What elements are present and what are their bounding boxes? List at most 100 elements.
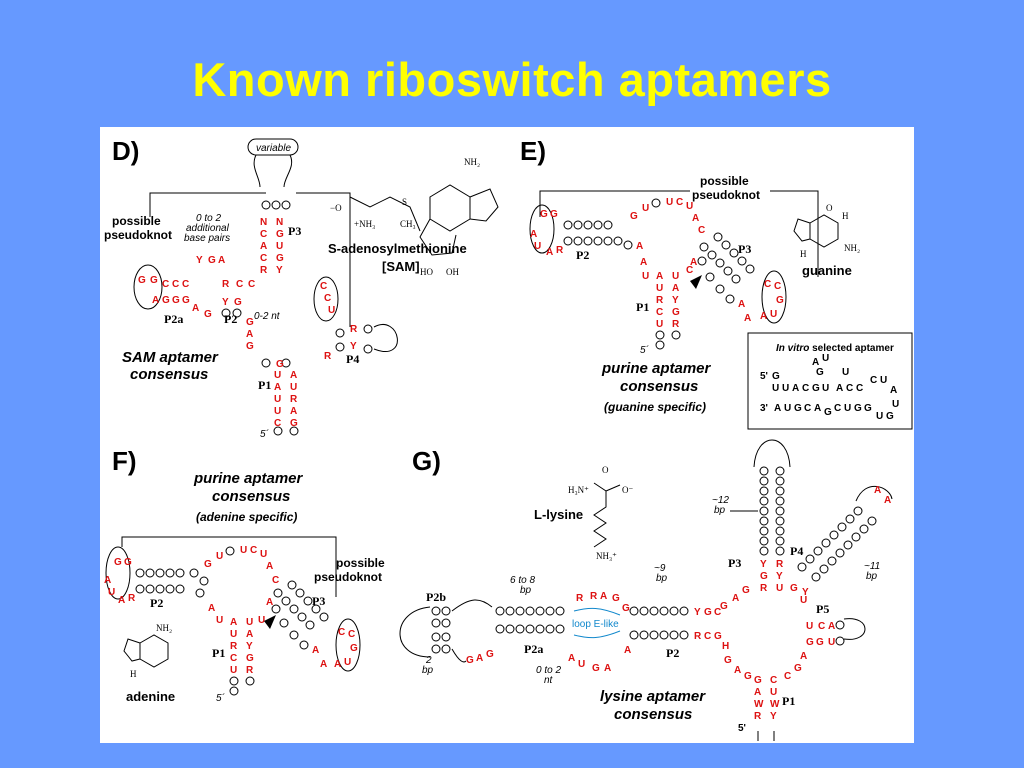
svg-text:G: G xyxy=(486,649,494,660)
svg-text:U: U xyxy=(876,411,883,422)
svg-text:In vitro selected aptamer: In vitro selected aptamer xyxy=(776,343,894,354)
svg-text:A: A xyxy=(692,213,699,224)
svg-text:A: A xyxy=(636,241,643,252)
svg-text:G: G xyxy=(816,367,824,378)
svg-text:N: N xyxy=(276,217,283,228)
svg-text:G: G xyxy=(182,295,190,306)
svg-text:U: U xyxy=(666,197,673,208)
svg-text:G: G xyxy=(864,403,872,414)
svg-text:W: W xyxy=(770,699,780,710)
svg-text:U: U xyxy=(892,399,899,410)
svg-text:C: C xyxy=(348,629,355,640)
panel-g-caption-2: consensus xyxy=(614,706,692,723)
p2a-stem-g xyxy=(495,606,565,634)
panel-e-letter: E) xyxy=(520,136,546,166)
svg-text:C: C xyxy=(320,281,327,292)
svg-text:Y: Y xyxy=(672,295,679,306)
g-note-12a: ~12 xyxy=(712,495,729,506)
svg-text:U: U xyxy=(784,403,791,414)
svg-text:U: U xyxy=(828,637,835,648)
svg-text:A: A xyxy=(738,299,745,310)
panel-d-p4-label: P4 xyxy=(346,352,359,366)
svg-text:C: C xyxy=(260,253,267,264)
svg-text:A: A xyxy=(734,665,741,676)
svg-text:A: A xyxy=(814,403,821,414)
svg-text:G: G xyxy=(720,601,728,612)
svg-text:OH: OH xyxy=(446,267,459,277)
panel-d-note-2: additional xyxy=(186,223,230,234)
svg-text:C: C xyxy=(714,607,721,618)
panel-e-ellipse-right xyxy=(761,270,787,324)
g-note-68b: bp xyxy=(520,585,532,596)
svg-text:R: R xyxy=(754,711,762,722)
svg-text:A: A xyxy=(290,406,297,417)
panel-d-ellipse-right xyxy=(313,276,339,322)
svg-text:U: U xyxy=(842,367,849,378)
svg-text:+NH₃: +NH₃ xyxy=(354,219,375,229)
svg-text:A: A xyxy=(690,257,697,268)
svg-text:G: G xyxy=(466,655,474,666)
svg-text:C: C xyxy=(260,229,267,240)
svg-text:U: U xyxy=(290,382,297,393)
svg-text:O: O xyxy=(826,203,833,213)
svg-text:R: R xyxy=(290,394,298,405)
svg-text:R: R xyxy=(350,324,358,335)
svg-text:C: C xyxy=(162,279,169,290)
svg-text:A: A xyxy=(266,597,273,608)
p2-label-g: P2 xyxy=(666,646,679,660)
svg-text:G: G xyxy=(208,255,216,266)
svg-text:G: G xyxy=(812,383,820,394)
svg-text:R: R xyxy=(230,641,238,652)
svg-text:A: A xyxy=(640,257,647,268)
adenine-label: adenine xyxy=(126,689,175,704)
svg-text:R: R xyxy=(556,245,564,256)
svg-text:U: U xyxy=(770,687,777,698)
panel-e-p1-label: P1 xyxy=(636,300,649,314)
g-five-prime: 5' xyxy=(738,723,746,734)
svg-text:A: A xyxy=(774,403,781,414)
svg-text:G: G xyxy=(234,297,242,308)
svg-text:−O: −O xyxy=(330,203,342,213)
svg-text:C: C xyxy=(236,279,243,290)
panel-e-five-prime: 5´ xyxy=(640,344,650,356)
svg-text:R: R xyxy=(324,351,332,362)
panel-d-ellipse-left xyxy=(133,264,163,310)
svg-text:C: C xyxy=(182,279,189,290)
panel-g-caption-1: lysine aptamer xyxy=(600,688,706,705)
guanine-label: guanine xyxy=(802,263,852,278)
p4-stem-g: GUY xyxy=(790,506,877,606)
svg-text:G: G xyxy=(714,631,722,642)
svg-text:G: G xyxy=(622,603,630,614)
svg-text:G: G xyxy=(162,295,170,306)
svg-text:H: H xyxy=(842,211,849,221)
svg-text:A: A xyxy=(656,271,663,282)
svg-text:U: U xyxy=(578,659,585,670)
svg-text:A: A xyxy=(218,255,225,266)
in-vitro-inset xyxy=(747,332,913,430)
g-note-11a: ~11 xyxy=(864,561,880,572)
panel-d-pseudoknot-bracket-right xyxy=(296,192,351,327)
svg-text:A: A xyxy=(118,595,125,606)
svg-text:U: U xyxy=(642,203,649,214)
svg-text:H: H xyxy=(722,641,729,652)
svg-text:Y: Y xyxy=(350,341,357,352)
svg-text:G: G xyxy=(760,571,768,582)
svg-text:C: C xyxy=(274,418,281,429)
panel-f-pseudoknot-1: possible xyxy=(336,556,385,570)
svg-text:H₃N⁺: H₃N⁺ xyxy=(568,485,589,495)
panel-e-ellipse-left xyxy=(529,204,555,254)
svg-text:A: A xyxy=(812,357,819,368)
panel-f-ellipse-left xyxy=(105,546,131,600)
p2b-connector-top xyxy=(451,599,493,612)
svg-text:A: A xyxy=(568,653,575,664)
svg-text:U: U xyxy=(344,657,351,668)
svg-text:R: R xyxy=(760,583,768,594)
svg-text:A: A xyxy=(152,295,159,306)
